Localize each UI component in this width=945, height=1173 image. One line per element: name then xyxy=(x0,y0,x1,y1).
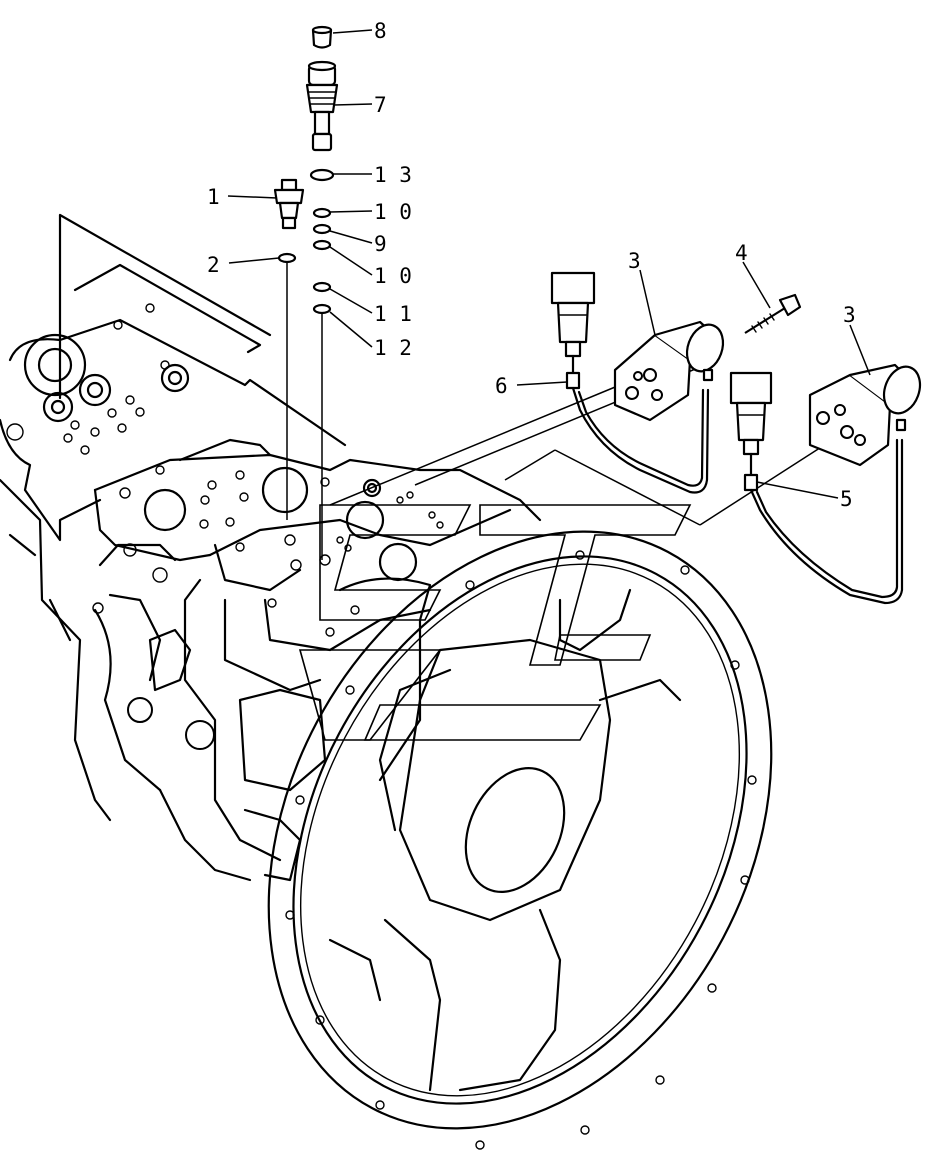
part-3a-solenoid xyxy=(613,320,725,422)
callout-3-right: 3 xyxy=(843,303,856,327)
callout-11: 1 1 xyxy=(374,302,412,326)
leader-lines xyxy=(59,215,841,560)
flywheel-housing xyxy=(267,530,773,1150)
callout-4: 4 xyxy=(735,241,748,265)
callout-labels: 8 7 1 3 1 1 0 9 2 1 0 1 1 1 2 3 4 3 6 5 xyxy=(207,19,856,511)
part-8-cap xyxy=(311,25,333,49)
callout-12: 1 2 xyxy=(374,336,412,360)
callout-9: 9 xyxy=(374,232,387,256)
callout-leaders xyxy=(227,29,871,499)
callout-1: 1 xyxy=(207,185,220,209)
part-6-harness xyxy=(550,271,710,494)
watermark xyxy=(298,504,692,741)
part-1-fitting xyxy=(273,178,305,230)
part-4-bolt xyxy=(744,293,802,334)
callout-3-left: 3 xyxy=(628,249,641,273)
callout-13: 1 3 xyxy=(374,163,412,187)
callout-8: 8 xyxy=(374,19,387,43)
o-rings xyxy=(277,168,335,315)
callout-5: 5 xyxy=(840,487,853,511)
callout-10-upper: 1 0 xyxy=(374,200,412,224)
part-3b-solenoid xyxy=(808,363,922,467)
callout-7: 7 xyxy=(374,93,387,117)
callout-10-lower: 1 0 xyxy=(374,264,412,288)
callout-6: 6 xyxy=(495,374,508,398)
part-5-harness xyxy=(729,371,904,605)
part-7-valve xyxy=(305,60,339,152)
pump-body xyxy=(0,213,542,882)
callout-2: 2 xyxy=(207,253,220,277)
